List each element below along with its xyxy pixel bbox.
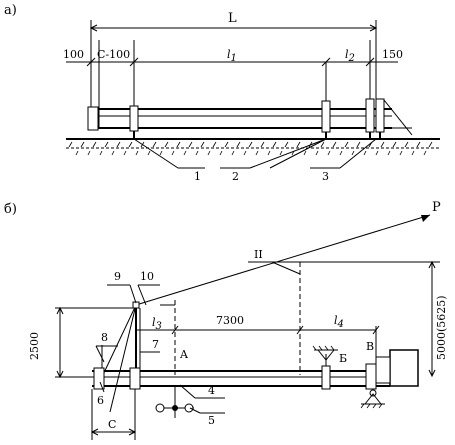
leader-4	[179, 384, 196, 399]
dim-c100-text: C-100	[97, 48, 130, 61]
dim-C-text: C	[108, 418, 116, 431]
panel-b: б) P II 5000(5625) 2500 l3 7300	[4, 200, 448, 440]
dim-150-text: 150	[382, 48, 403, 61]
arrow-C-right	[128, 428, 137, 436]
force-cable	[135, 214, 431, 306]
leader-10	[137, 284, 147, 306]
dim-2500-text: 2500	[28, 332, 41, 360]
dim-7300-text: 7300	[216, 314, 244, 327]
label-V: В	[366, 340, 374, 353]
mast-frame	[101, 301, 141, 413]
pipe-b	[92, 349, 419, 390]
support-2	[321, 100, 331, 139]
tick-a2	[129, 57, 139, 67]
label-II: II	[254, 248, 263, 261]
ground-a	[66, 138, 440, 156]
leader-9	[129, 284, 137, 304]
leader-2a	[249, 138, 327, 169]
label-B-cyr: Б	[339, 352, 347, 365]
dim-5000-text: 5000(5625)	[435, 295, 448, 360]
callout-10: 10	[140, 270, 154, 283]
panel-a: а) L 100 C-100 l1 l2 150	[4, 3, 440, 183]
leader-3	[339, 138, 377, 169]
dim-l3-text: l3	[152, 316, 162, 332]
callout-3: 3	[322, 170, 329, 183]
callout-6: 6	[97, 394, 104, 407]
force-arrow	[421, 215, 430, 222]
tick-a1	[86, 57, 96, 67]
end-slope	[383, 99, 413, 136]
label-A: A	[179, 348, 189, 361]
leader-6	[99, 381, 105, 393]
callout-4: 4	[208, 384, 215, 397]
pipe-a	[87, 106, 392, 131]
hinge-B-cyr	[312, 345, 338, 366]
callout-8: 8	[101, 331, 108, 344]
tick-b1	[171, 325, 179, 335]
dim-100-text: 100	[63, 48, 84, 61]
winch-5	[155, 386, 194, 418]
panel-a-label: а)	[4, 3, 17, 18]
callout-5: 5	[208, 414, 215, 427]
leader-II	[271, 261, 301, 275]
tick-a4	[365, 57, 375, 67]
panel-b-label: б)	[4, 202, 17, 217]
callout-2: 2	[232, 170, 239, 183]
leader-8	[95, 345, 105, 363]
dim-l2-text: l2	[345, 48, 355, 64]
arrow-C-left	[90, 428, 99, 436]
leader-1	[133, 138, 179, 169]
hinge-V	[360, 389, 385, 409]
arrow-2500-top	[56, 306, 64, 315]
leader-5	[189, 407, 201, 414]
support-1	[129, 105, 139, 139]
tick-b2	[296, 325, 304, 335]
leader-2b	[269, 138, 327, 169]
callout-7: 7	[152, 338, 159, 351]
callout-1: 1	[194, 170, 201, 183]
dim-L-text: L	[228, 11, 237, 26]
arrow-2500-bottom	[56, 370, 64, 379]
dim-l4-text: l4	[334, 314, 344, 330]
dim-l1-text: l1	[227, 48, 237, 64]
arrow-5000-top	[428, 260, 436, 269]
callout-9: 9	[114, 270, 121, 283]
force-P-text: P	[432, 200, 441, 215]
support-3	[365, 98, 385, 139]
tick-a3	[321, 57, 331, 67]
arrow-5000-bottom	[428, 369, 436, 378]
